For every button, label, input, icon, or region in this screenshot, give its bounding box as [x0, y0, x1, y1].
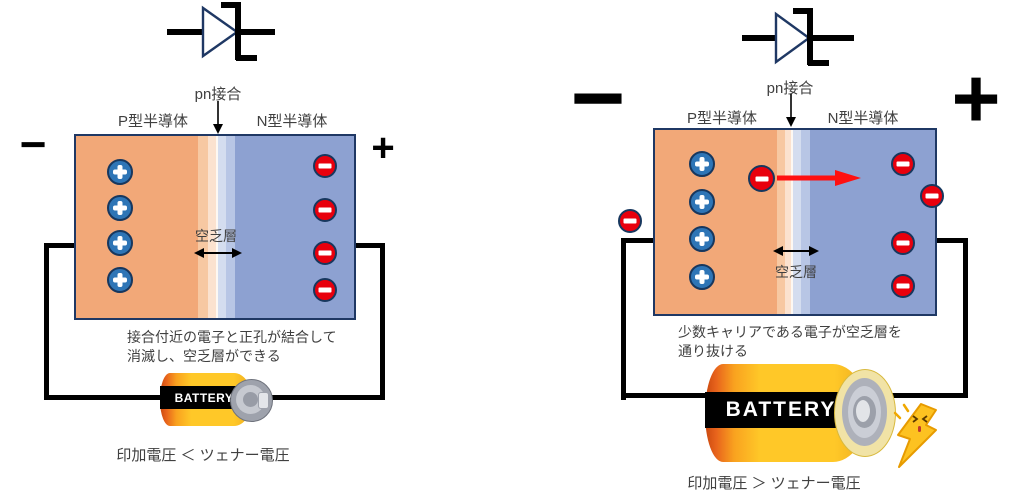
circuit-electron-icon: [618, 209, 642, 233]
electron-icon: [891, 231, 915, 255]
p-type-label: P型半導体: [686, 110, 758, 127]
left-note-line2: 消滅し、空乏層ができる: [127, 348, 281, 364]
hole-icon: [107, 195, 133, 221]
left-note: 接合付近の電子と正孔が結合して 消滅し、空乏層ができる: [127, 328, 337, 366]
depletion-width-arrow-icon: [194, 248, 242, 258]
hole-icon: [689, 226, 715, 252]
n-type-label: N型半導体: [256, 113, 328, 130]
left-n-stripe-light: [218, 136, 226, 318]
battery-cap-nub: [258, 392, 269, 409]
left-p-stripe: [198, 136, 208, 318]
right-p-stripe: [777, 130, 785, 314]
right-wire-vertical-left: [621, 238, 626, 400]
battery-cap-nub: [856, 400, 870, 422]
battery-label: BATTERY: [725, 398, 837, 421]
electron-icon: [313, 198, 337, 222]
electron-icon: [920, 184, 944, 208]
battery-label: BATTERY: [174, 390, 234, 405]
hole-icon: [107, 159, 133, 185]
left-wire-vertical-right: [380, 243, 385, 400]
battery-cap-core: [243, 392, 258, 407]
right-n-region: [810, 130, 935, 314]
pn-junction-label: pn接合: [766, 80, 814, 97]
electron-icon: [313, 241, 337, 265]
battery-band: BATTERY: [160, 386, 248, 409]
plus-terminal: +: [371, 126, 395, 170]
left-p-stripe-light: [208, 136, 216, 318]
hole-icon: [107, 267, 133, 293]
lightning-bolt-icon: [893, 403, 937, 468]
right-caption: 印加電圧 ＞ ツェナー電圧: [687, 475, 861, 492]
right-n-stripe-light: [793, 130, 801, 314]
right-wire-stub-right: [935, 238, 968, 243]
right-p-stripe-light: [785, 130, 791, 314]
left-n-stripe: [226, 136, 235, 318]
depletion-label: 空乏層: [195, 228, 237, 244]
pn-junction-label: pn接合: [194, 86, 242, 103]
right-wire-vertical-right: [963, 238, 968, 398]
left-p-region: [76, 136, 198, 318]
left-wire-stub-left: [44, 243, 75, 248]
electron-icon: [313, 278, 337, 302]
depletion-width-arrow-icon: [773, 246, 819, 256]
zener-diode-icon: [742, 8, 854, 66]
right-note: 少数キャリアである電子が空乏層を 通り抜ける: [678, 323, 902, 361]
left-wire-stub-right: [356, 243, 385, 248]
electron-icon: [891, 152, 915, 176]
right-note-line2: 通り抜ける: [678, 343, 748, 359]
left-junction-line: [216, 136, 218, 318]
p-type-label: P型半導体: [117, 113, 189, 130]
left-caption: 印加電圧 ＜ ツェナー電圧: [116, 447, 290, 464]
n-type-label: N型半導体: [827, 110, 899, 127]
battery-band: BATTERY: [705, 392, 857, 428]
hole-icon: [107, 230, 133, 256]
right-junction-line: [791, 130, 793, 314]
pn-junction-arrow-icon: [786, 94, 796, 127]
electron-icon: [313, 154, 337, 178]
left-note-line1: 接合付近の電子と正孔が結合して: [127, 329, 337, 345]
right-note-line1: 少数キャリアである電子が空乏層を: [678, 324, 902, 340]
hole-icon: [689, 151, 715, 177]
right-n-stripe: [801, 130, 810, 314]
right-wire-stub-left: [621, 238, 654, 243]
plus-terminal: +: [951, 51, 1001, 145]
battery-illustration: BATTERY: [703, 360, 899, 466]
right-p-region: [655, 130, 777, 314]
left-wire-vertical-left: [44, 243, 49, 400]
minus-terminal: −: [19, 118, 47, 170]
battery-illustration: BATTERY: [158, 372, 274, 428]
electron-flow-arrow-icon: [777, 170, 861, 186]
hole-icon: [689, 189, 715, 215]
electron-icon: [891, 274, 915, 298]
zener-diode-icon: [167, 2, 275, 61]
minus-terminal: −: [570, 45, 626, 150]
hole-icon: [689, 264, 715, 290]
depletion-label: 空乏層: [775, 264, 817, 280]
tunneling-electron-icon: [748, 165, 775, 192]
pn-junction-arrow-icon: [213, 101, 223, 134]
